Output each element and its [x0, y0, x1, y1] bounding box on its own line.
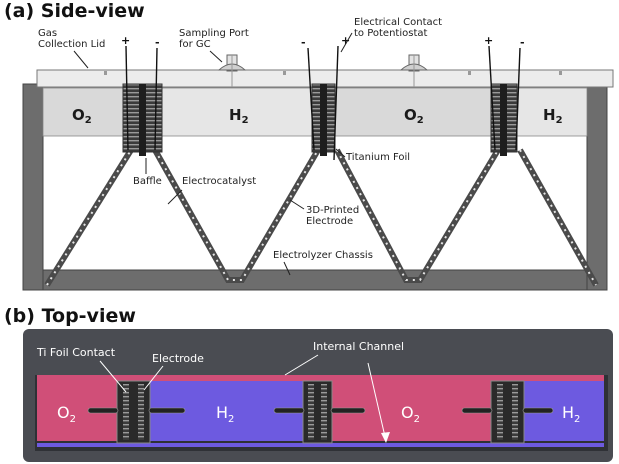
label-sampling-port-line1: Sampling Port	[179, 28, 249, 39]
leader-electrical-contact	[340, 32, 353, 53]
label-electrode: Electrode	[152, 352, 204, 365]
label-internal-channel: Internal Channel	[313, 340, 404, 353]
electrical-leads	[125, 45, 521, 161]
internal-channel	[37, 375, 604, 447]
sign-5: +	[484, 34, 493, 47]
sign-6: -	[520, 36, 525, 49]
leader-gas-collection-lid	[73, 50, 89, 69]
side-gas-h2-left: H2	[229, 106, 249, 126]
label-gas-collection-lid-line1: Gas	[38, 28, 57, 39]
side-gas-h2-right: H2	[543, 106, 563, 126]
top-gas-h2-right: H2	[562, 403, 580, 425]
leader-electrocatalyst	[167, 189, 183, 205]
panel-b-title: (b) Top-view	[4, 305, 136, 327]
leader-electrode	[143, 365, 164, 391]
sign-2: -	[155, 36, 160, 49]
label-gas-collection-lid-line2: Collection Lid	[38, 39, 105, 50]
top-electrode-stacks	[116, 380, 525, 444]
sampling-port-left	[217, 54, 247, 87]
leader-titanium-foil	[335, 148, 346, 158]
label-3d-printed-electrode-line1: 3D-Printed	[306, 205, 359, 216]
label-baffle: Baffle	[133, 176, 162, 187]
top-gas-h2-left: H2	[216, 403, 234, 425]
side-gas-o2-right: O2	[404, 106, 424, 126]
leader-sampling-port	[209, 50, 223, 63]
top-gas-o2-left: O2	[57, 403, 76, 425]
side-gas-o2-left: O2	[72, 106, 92, 126]
label-electrolyzer-chassis: Electrolyzer Chassis	[273, 250, 373, 261]
label-3d-printed-electrode-line2: Electrode	[306, 216, 353, 227]
label-titanium-foil: Titanium Foil	[345, 152, 410, 163]
leader-electrolyzer-chassis	[283, 261, 291, 276]
sign-1: +	[121, 34, 130, 47]
label-sampling-port-line2: for GC	[179, 39, 211, 50]
top-gas-o2-right: O2	[401, 403, 420, 425]
ti-foil-contacts	[87, 407, 554, 414]
arrowhead-internal-channel	[381, 432, 390, 443]
leader-internal-channel-bottom	[367, 362, 387, 442]
label-electrocatalyst: Electrocatalyst	[182, 176, 256, 187]
sign-4: +	[341, 34, 350, 47]
label-ti-foil-contact: Ti Foil Contact	[36, 346, 116, 359]
leader-internal-channel-top	[284, 354, 319, 376]
panel-a-title: (a) Side-view	[4, 0, 145, 22]
printed-electrodes	[44, 148, 599, 287]
sign-3: -	[301, 36, 306, 49]
leader-3d-printed-electrode	[289, 199, 305, 210]
gas-chambers	[42, 87, 588, 137]
leader-ti-foil-contact	[99, 360, 127, 393]
label-electrical-contact-line1: Electrical Contact	[354, 17, 442, 28]
label-electrical-contact-line2: to Potentiostat	[354, 28, 427, 39]
sampling-port-right	[399, 54, 429, 87]
